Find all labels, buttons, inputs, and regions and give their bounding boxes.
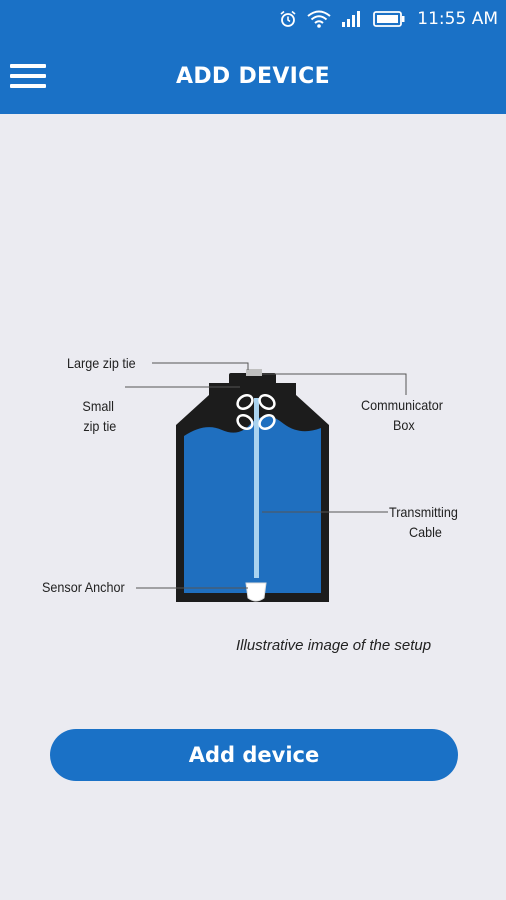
sensor-anchor-shape [245, 582, 267, 602]
label-transmitting-line2: Cable [409, 524, 442, 540]
signal-icon [341, 10, 363, 28]
tank-cap [229, 373, 276, 385]
diagram-caption: Illustrative image of the setup [236, 637, 432, 654]
label-communicator-line2: Box [393, 417, 415, 433]
wifi-icon [307, 10, 331, 28]
tank-illustration [125, 362, 407, 602]
water-fill [184, 416, 321, 593]
alarm-icon [279, 10, 297, 28]
label-large-zip-tie: Large zip tie [67, 355, 136, 371]
app-bar: ADD DEVICE [0, 38, 506, 114]
label-small-zip-tie-line1: Small [82, 398, 114, 414]
transmitting-cable-shape [254, 398, 259, 578]
label-sensor-anchor: Sensor Anchor [42, 579, 125, 595]
battery-icon [373, 10, 405, 28]
label-small-zip-tie-line2: zip tie [83, 418, 117, 434]
small-zip-tie-shape [236, 394, 276, 430]
status-bar: 11:55 AM [0, 0, 506, 38]
setup-diagram: Large zip tie Small zip tie Communicator… [0, 340, 506, 620]
label-transmitting-line1: Transmitting [389, 504, 458, 520]
status-time: 11:55 AM [417, 9, 498, 29]
communicator-box-shape [246, 369, 262, 376]
page-title: ADD DEVICE [176, 63, 330, 89]
hamburger-menu-icon[interactable] [10, 58, 50, 94]
add-device-button[interactable]: Add device [50, 729, 458, 781]
label-communicator-line1: Communicator [361, 397, 443, 413]
